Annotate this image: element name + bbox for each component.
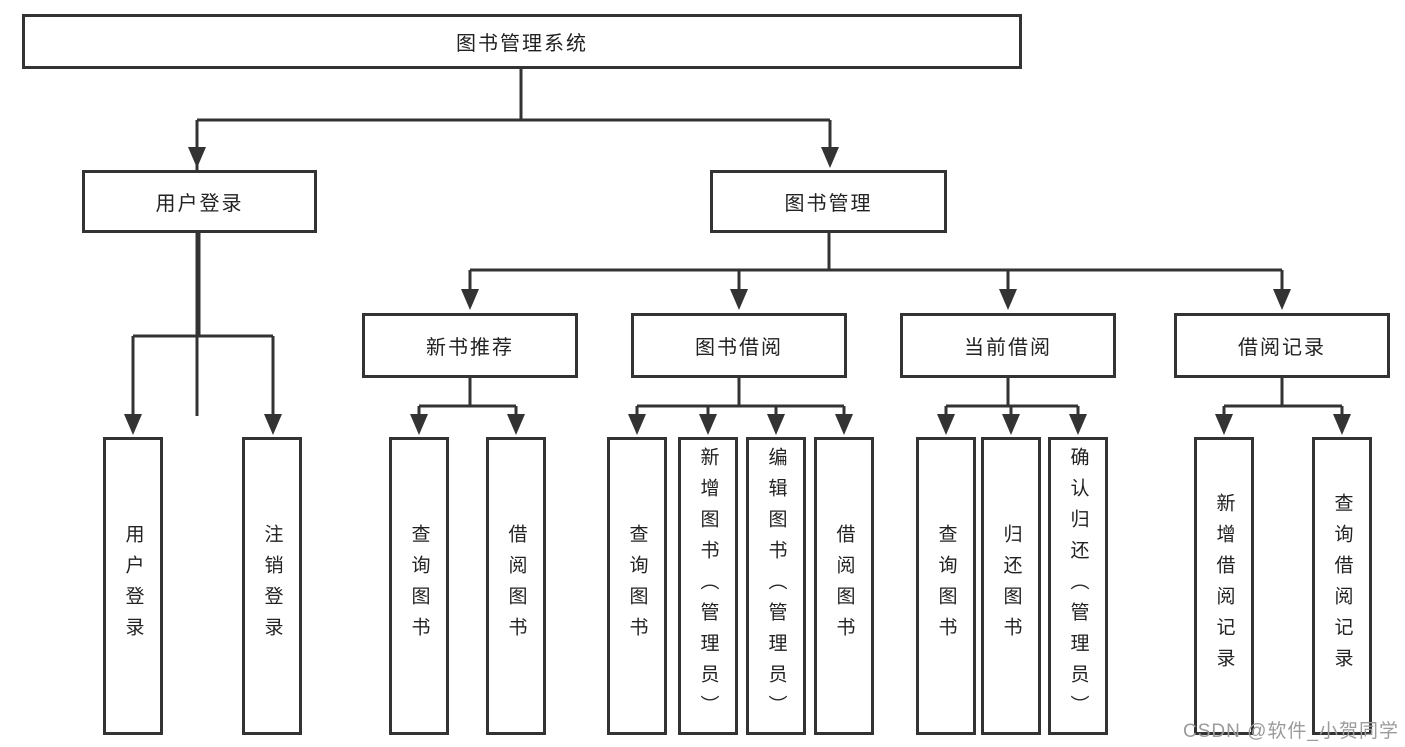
node-book-borrow: 图书借阅 <box>631 313 847 378</box>
node-label: 图书管理 <box>784 193 873 215</box>
leaf-label: 新增借阅记录 <box>1213 493 1235 679</box>
connector-new-book <box>417 378 518 417</box>
connector-borrow-records <box>1222 378 1344 417</box>
leaf-confirm-return-admin: 确认归还（管理员） <box>1048 437 1108 735</box>
connector-book-management <box>468 233 1284 293</box>
leaf-query-books-recommend: 查询图书 <box>389 437 449 735</box>
connector-root <box>195 69 832 416</box>
leaf-label: 编辑图书（管理员） <box>765 446 787 726</box>
connector-current-borrow <box>944 378 1080 417</box>
node-book-management: 图书管理 <box>710 170 947 233</box>
leaf-add-borrow-record: 新增借阅记录 <box>1194 437 1254 735</box>
leaf-label: 查询图书 <box>408 524 430 648</box>
node-new-book-recommend: 新书推荐 <box>362 313 578 378</box>
connector-user-login <box>131 233 275 417</box>
node-library-management-system: 图书管理系统 <box>22 14 1022 69</box>
leaf-return-books: 归还图书 <box>981 437 1041 735</box>
arrowheads <box>124 147 1351 435</box>
leaf-borrow-books: 借阅图书 <box>814 437 874 735</box>
leaf-label: 注销登录 <box>261 524 283 648</box>
node-borrow-records: 借阅记录 <box>1174 313 1390 378</box>
leaf-label: 借阅图书 <box>505 524 527 648</box>
leaf-query-borrow-record: 查询借阅记录 <box>1312 437 1372 735</box>
node-label: 当前借阅 <box>964 337 1052 359</box>
leaf-edit-books-admin: 编辑图书（管理员） <box>746 437 806 735</box>
leaf-label: 确认归还（管理员） <box>1067 446 1089 726</box>
leaf-logout: 注销登录 <box>242 437 302 735</box>
node-label: 用户登录 <box>155 193 244 215</box>
leaf-label: 查询借阅记录 <box>1331 493 1353 679</box>
leaf-label: 查询图书 <box>935 524 957 648</box>
leaf-query-books-current: 查询图书 <box>916 437 976 735</box>
node-current-borrow: 当前借阅 <box>900 313 1116 378</box>
leaf-user-login: 用户登录 <box>103 437 163 735</box>
leaf-label: 归还图书 <box>1000 524 1022 648</box>
node-label: 图书管理系统 <box>456 33 588 55</box>
leaf-label: 新增图书（管理员） <box>697 446 719 726</box>
leaf-label: 查询图书 <box>626 524 648 648</box>
leaf-label: 借阅图书 <box>833 524 855 648</box>
csdn-watermark: CSDN @软件_小贺同学 <box>1183 721 1399 742</box>
node-label: 借阅记录 <box>1238 337 1326 359</box>
node-user-login: 用户登录 <box>82 170 317 233</box>
leaf-label: 用户登录 <box>122 524 144 648</box>
connector-book-borrow <box>635 378 846 417</box>
leaf-borrow-books-recommend: 借阅图书 <box>486 437 546 735</box>
leaf-query-books-borrow: 查询图书 <box>607 437 667 735</box>
leaf-add-books-admin: 新增图书（管理员） <box>678 437 738 735</box>
node-label: 图书借阅 <box>695 337 783 359</box>
node-label: 新书推荐 <box>426 337 514 359</box>
